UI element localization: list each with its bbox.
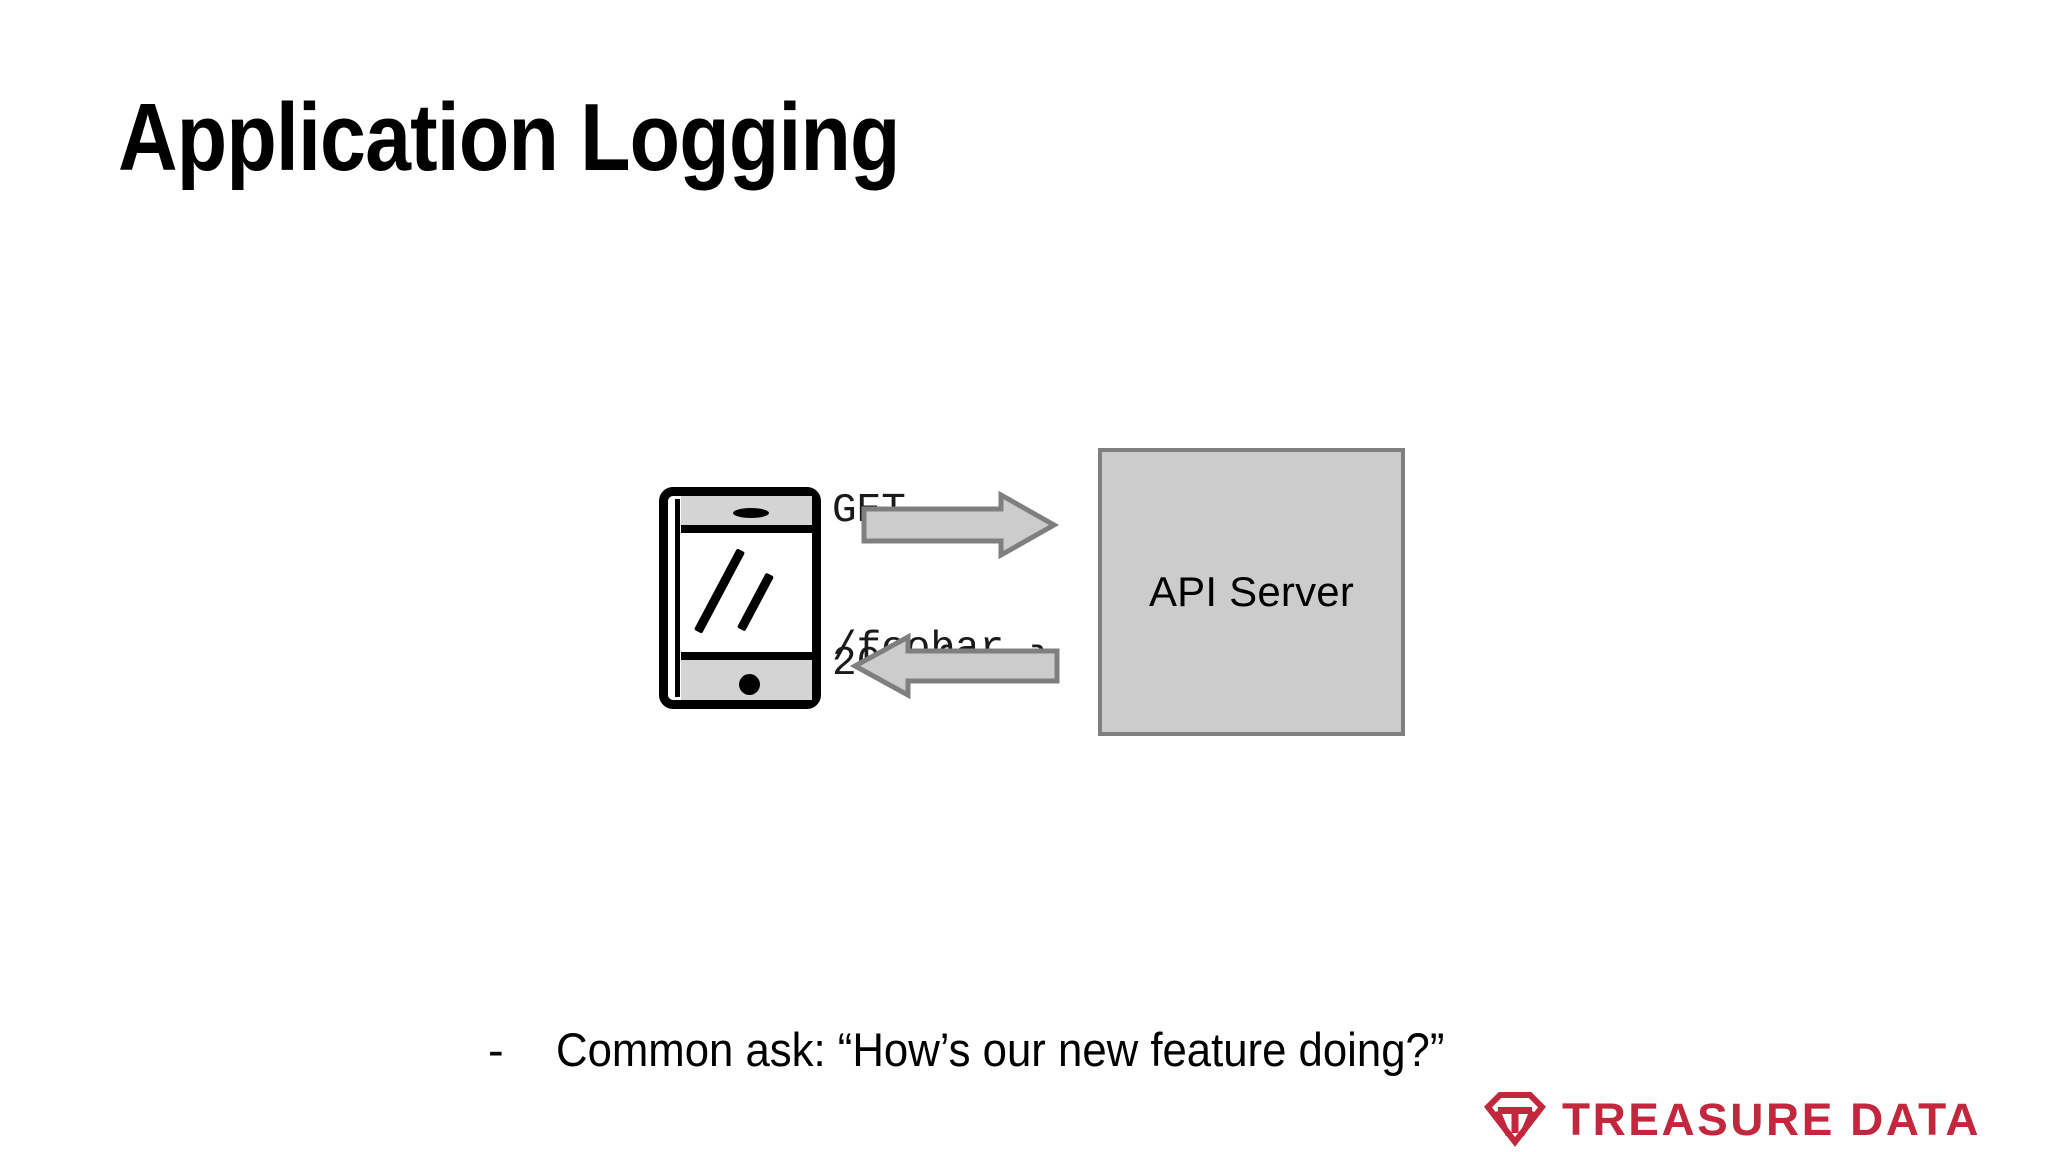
treasure-data-wordmark: TREASURE DATA bbox=[1562, 1093, 1982, 1145]
phone-earpiece-band bbox=[681, 496, 812, 533]
treasure-data-logo: TREASURE DATA bbox=[1484, 1090, 1978, 1148]
phone-home-band bbox=[681, 652, 812, 700]
screen-slash-short-icon bbox=[736, 572, 775, 632]
phone-screen bbox=[681, 533, 812, 661]
bullet-list-item: - Common ask: “How’s our new feature doi… bbox=[488, 1022, 1511, 1077]
api-server-node: API Server bbox=[1098, 448, 1405, 736]
page-title: Application Logging bbox=[118, 84, 900, 191]
response-arrow-left-icon bbox=[849, 632, 1060, 700]
treasure-data-gem-icon bbox=[1484, 1092, 1546, 1147]
phone-side-edge bbox=[675, 499, 680, 697]
screen-slash-long-icon bbox=[693, 548, 746, 634]
mobile-phone-icon bbox=[659, 487, 821, 709]
bullet-text: Common ask: “How’s our new feature doing… bbox=[556, 1023, 1445, 1076]
bullet-marker: - bbox=[488, 1023, 504, 1076]
request-arrow-right-icon bbox=[861, 490, 1060, 560]
api-server-label: API Server bbox=[1148, 568, 1355, 615]
phone-home-button-icon bbox=[738, 674, 760, 695]
phone-speaker-icon bbox=[732, 508, 769, 518]
